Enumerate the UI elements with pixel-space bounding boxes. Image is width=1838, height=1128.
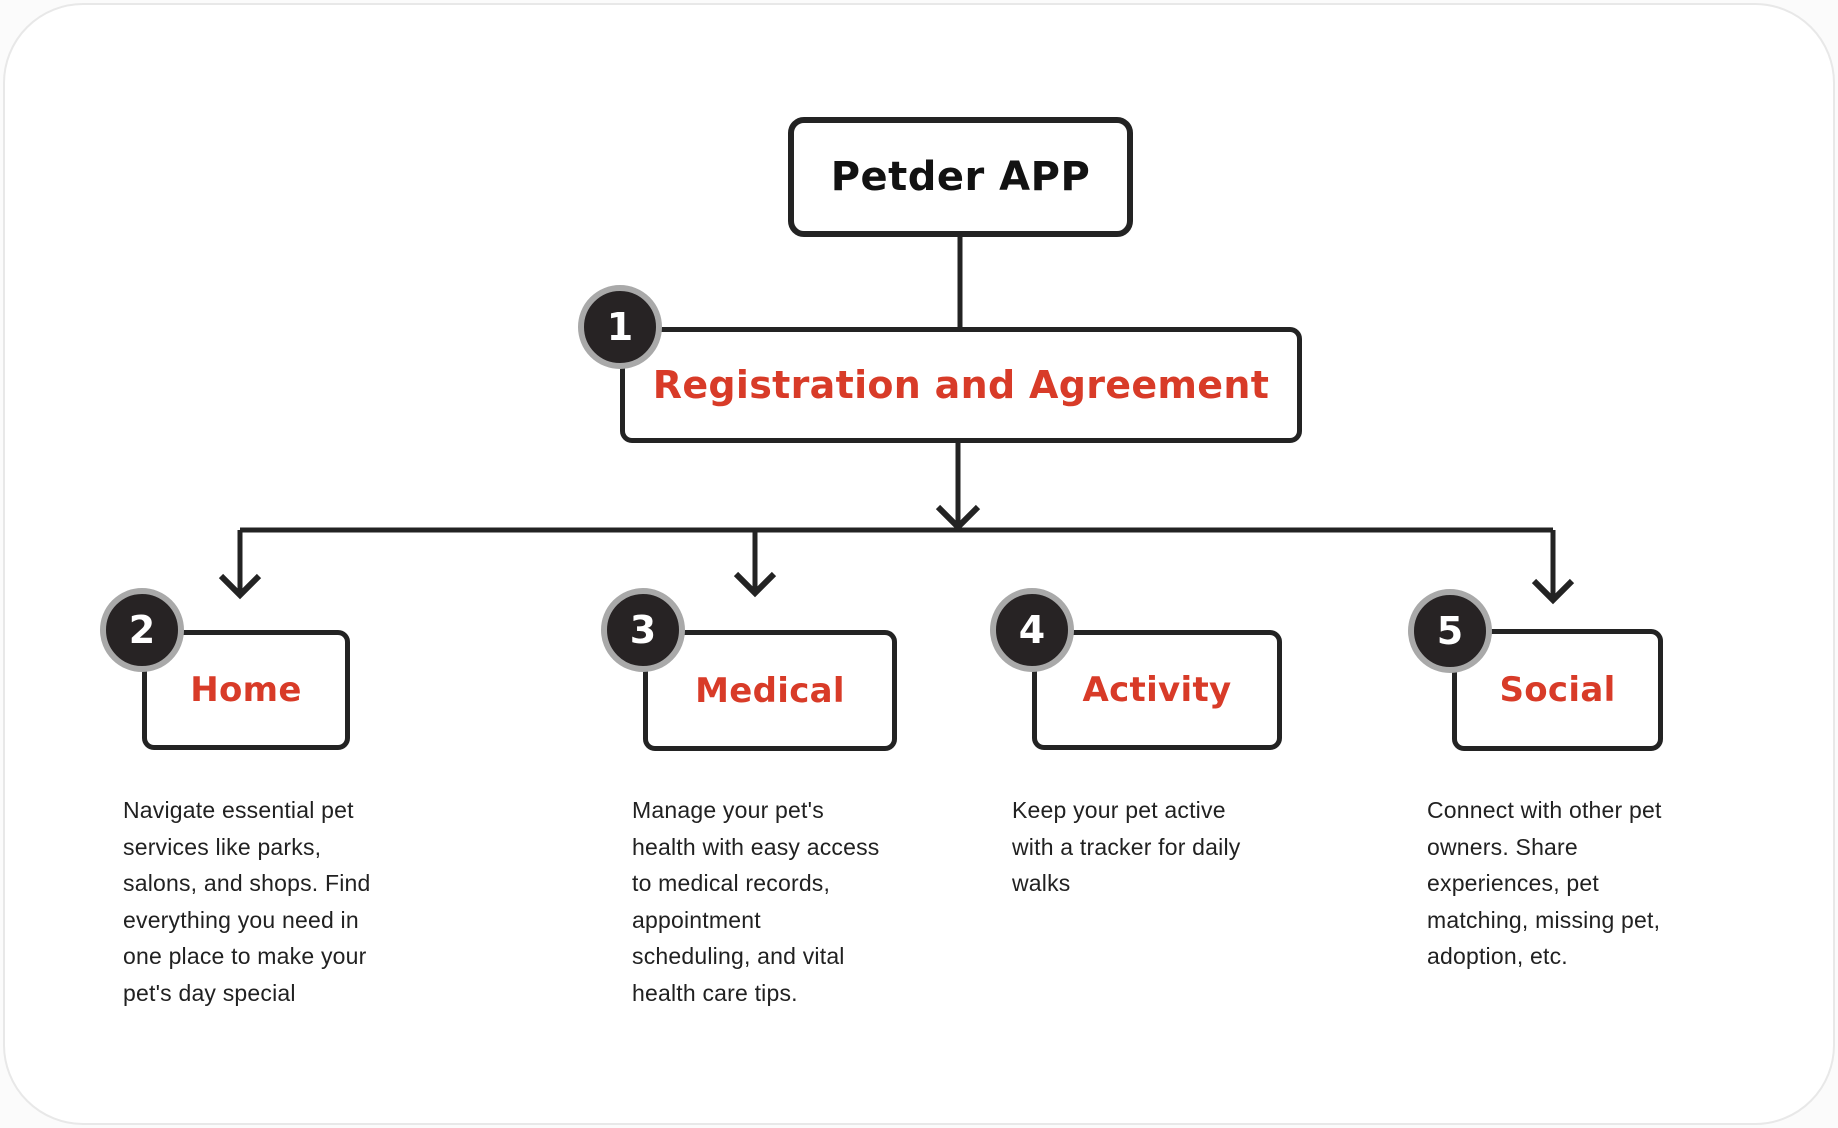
- step-badge-3-number: 3: [629, 608, 657, 652]
- home-node-title: Home: [190, 670, 302, 710]
- medical-description: Manage your pet's health with easy acces…: [632, 797, 880, 1006]
- step-badge-2: 2: [100, 588, 184, 672]
- step-badge-4: 4: [990, 588, 1074, 672]
- step-badge-2-number: 2: [128, 608, 156, 652]
- root-node-petder-app: Petder APP: [788, 117, 1133, 237]
- step-badge-1: 1: [578, 285, 662, 369]
- activity-description: Keep your pet active with a tracker for …: [1012, 797, 1241, 896]
- step-badge-5: 5: [1408, 589, 1492, 673]
- activity-node-title: Activity: [1082, 670, 1232, 710]
- node-activity: Activity: [1032, 630, 1282, 750]
- step-badge-5-number: 5: [1436, 609, 1464, 653]
- home-description: Navigate essential pet services like par…: [123, 797, 371, 1006]
- registration-node-title: Registration and Agreement: [652, 363, 1270, 407]
- social-node-title: Social: [1499, 670, 1616, 710]
- step-badge-4-number: 4: [1018, 608, 1046, 652]
- step-badge-1-number: 1: [606, 305, 634, 349]
- node-registration-and-agreement: Registration and Agreement: [620, 327, 1302, 443]
- social-description: Connect with other pet owners. Share exp…: [1427, 797, 1662, 969]
- root-node-title: Petder APP: [830, 154, 1091, 200]
- node-medical: Medical: [643, 630, 897, 751]
- step-badge-3: 3: [601, 588, 685, 672]
- medical-node-title: Medical: [695, 670, 845, 711]
